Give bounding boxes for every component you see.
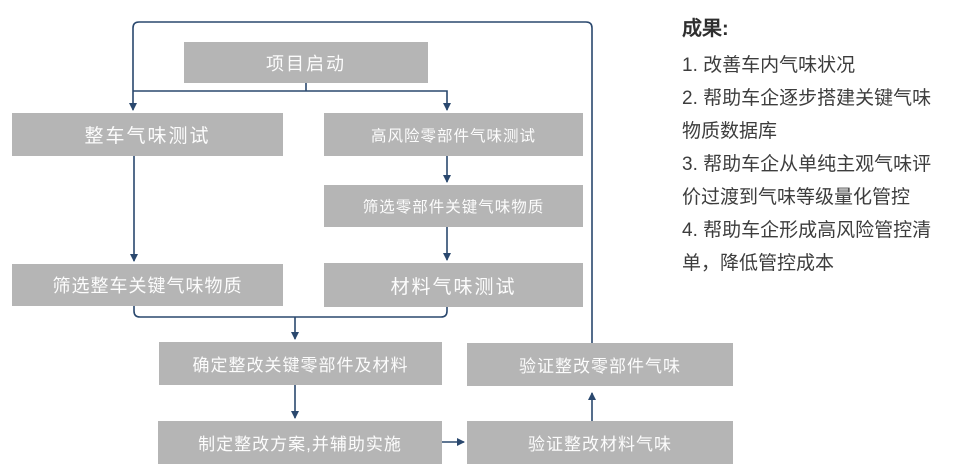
results-item-4: 4. 帮助车企形成高风险管控清单，降低管控成本 bbox=[682, 220, 932, 274]
flow-node-determine: 确定整改关键零部件及材料 bbox=[159, 342, 442, 385]
flow-node-part-test: 高风险零部件气味测试 bbox=[324, 113, 583, 156]
results-item-3: 3. 帮助车企从单纯主观气味评价过渡到气味等级量化管控 bbox=[682, 154, 932, 208]
flow-node-plan: 制定整改方案,并辅助实施 bbox=[158, 421, 442, 464]
results-heading: 成果: bbox=[682, 18, 729, 40]
flow-node-verify-part: 验证整改零部件气味 bbox=[467, 343, 733, 386]
results-panel: 成果: 1. 改善车内气味状况 2. 帮助车企逐步搭建关键气味物质数据库 3. … bbox=[682, 14, 938, 280]
flow-node-material-test: 材料气味测试 bbox=[324, 263, 583, 307]
edge-merge-bracket bbox=[133, 306, 448, 318]
flow-node-verify-material: 验证整改材料气味 bbox=[467, 421, 733, 464]
flow-node-start: 项目启动 bbox=[184, 42, 428, 83]
edge-feedback-loop bbox=[129, 21, 593, 343]
flow-node-part-screen: 筛选零部件关键气味物质 bbox=[324, 185, 583, 227]
results-item-2: 2. 帮助车企逐步搭建关键气味物质数据库 bbox=[682, 88, 932, 142]
edge-start-branch bbox=[133, 90, 451, 111]
flow-node-vehicle-test: 整车气味测试 bbox=[12, 113, 283, 156]
results-item-1: 1. 改善车内气味状况 bbox=[682, 55, 856, 76]
flow-node-vehicle-screen: 筛选整车关键气味物质 bbox=[12, 264, 283, 306]
